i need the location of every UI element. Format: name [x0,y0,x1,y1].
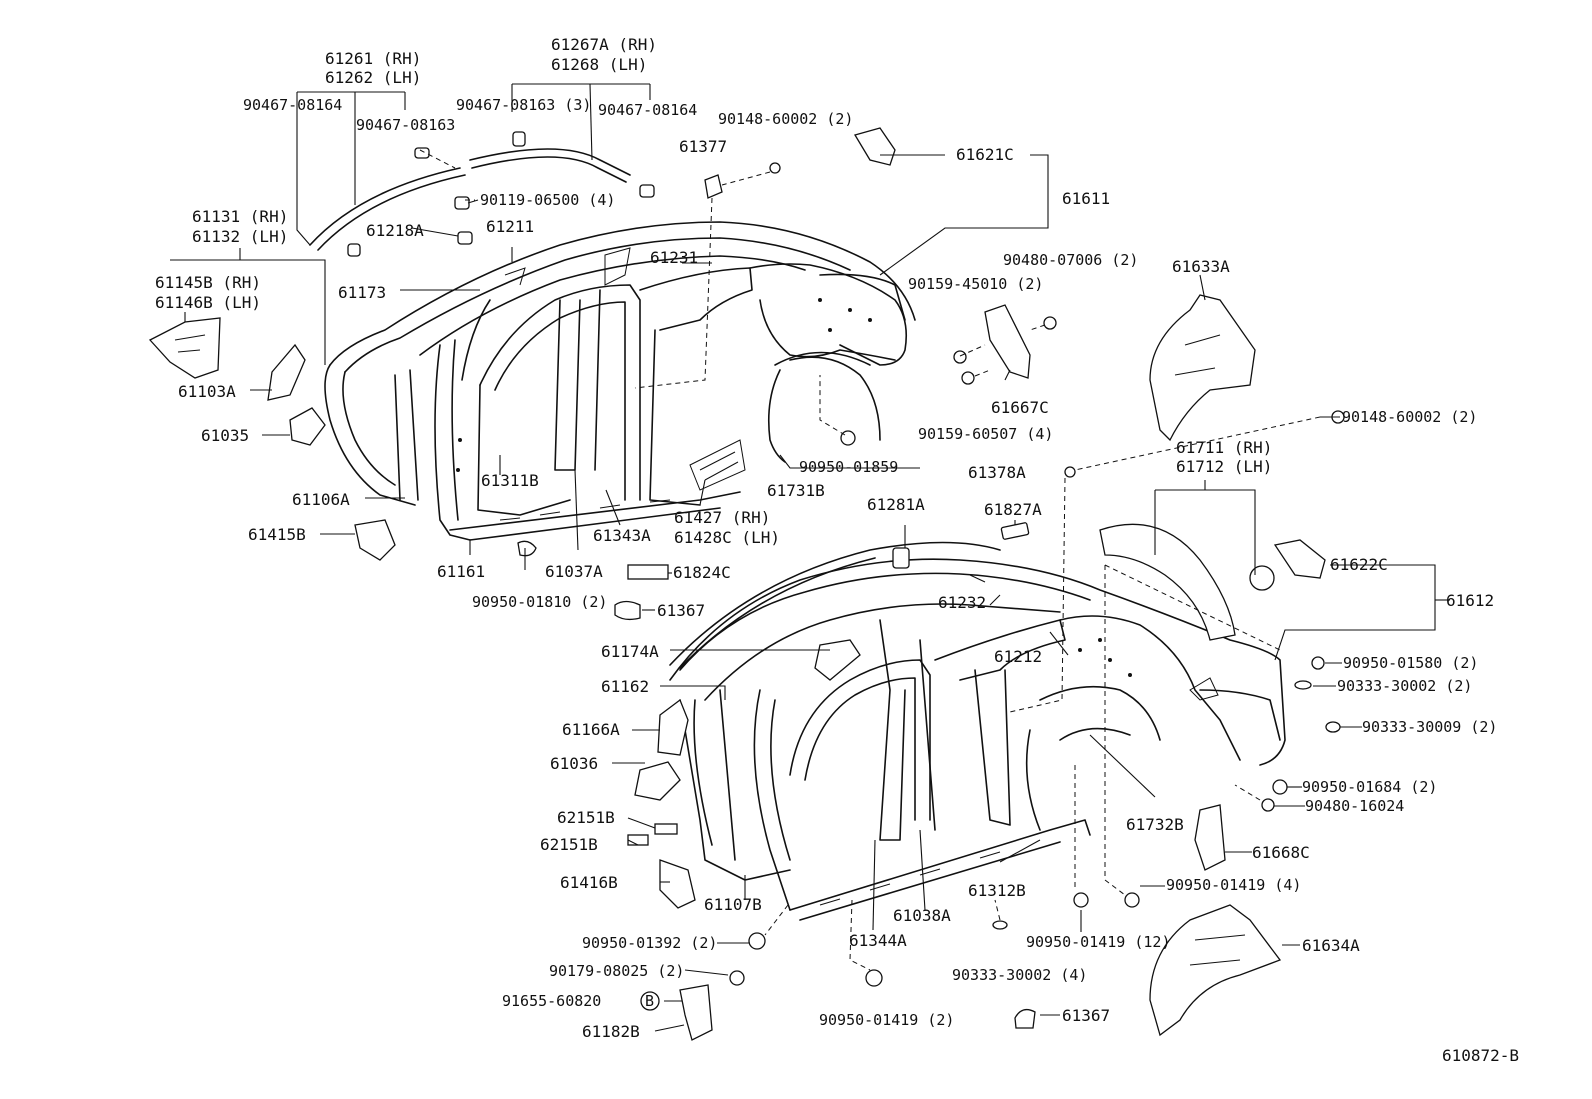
label-61281a: 61281A [867,495,925,514]
label-90179-08025: 90179-08025 (2) [549,962,684,980]
label-61611: 61611 [1062,189,1110,208]
label-90480-07006: 90480-07006 (2) [1003,251,1138,269]
label-61038a: 61038A [893,906,951,925]
label-61311b: 61311B [481,471,539,490]
label-61145b: 61145B (RH) [155,273,261,292]
label-61161: 61161 [437,562,485,581]
label-90480-16024: 90480-16024 [1305,797,1404,815]
callout-b-circle [640,991,660,1011]
label-90950-01419-c: 90950-01419 (2) [819,1011,954,1029]
label-61037a: 61037A [545,562,603,581]
label-61312b: 61312B [968,881,1026,900]
label-61377: 61377 [679,137,727,156]
label-61622c: 61622C [1330,555,1388,574]
label-90950-01810: 90950-01810 (2) [472,593,607,611]
label-61344a: 61344A [849,931,907,950]
lower-side-panel [627,466,1341,1041]
label-61367-a: 61367 [657,601,705,620]
label-61103a: 61103A [178,382,236,401]
label-61427: 61427 (RH) [674,508,770,527]
label-61827a: 61827A [984,500,1042,519]
label-61428c: 61428C (LH) [674,528,780,547]
diagram-id: 610872-B [1442,1046,1519,1065]
label-61612: 61612 [1446,591,1494,610]
label-61231: 61231 [650,248,698,267]
label-90467-08164-b: 90467-08164 [598,101,697,119]
label-90467-08163-b: 90467-08163 (3) [456,96,591,114]
label-90467-08163-a: 90467-08163 [356,116,455,134]
label-61131: 61131 (RH) [192,207,288,226]
label-61367-b: 61367 [1062,1006,1110,1025]
label-61824c: 61824C [673,563,731,582]
label-90119-06500: 90119-06500 (4) [480,191,615,209]
label-61035: 61035 [201,426,249,445]
label-61146b: 61146B (LH) [155,293,261,312]
label-61166a: 61166A [562,720,620,739]
part-labels: 61261 (RH) 61262 (LH) 90467-08164 90467-… [155,35,1519,1065]
label-61732b: 61732B [1126,815,1184,834]
label-90950-01684: 90950-01684 (2) [1302,778,1437,796]
label-61712: 61712 (LH) [1176,457,1272,476]
label-61162: 61162 [601,677,649,696]
label-61343a: 61343A [593,526,651,545]
callout-b: B [645,992,654,1010]
label-61132: 61132 (LH) [192,227,288,246]
label-61182b: 61182B [582,1022,640,1041]
label-90950-01580: 90950-01580 (2) [1343,654,1478,672]
label-61107b: 61107B [704,895,762,914]
label-90333-30002-b: 90333-30002 (4) [952,966,1087,984]
label-61415b: 61415B [248,525,306,544]
label-61232: 61232 [938,593,986,612]
label-61261: 61261 (RH) [325,49,421,68]
label-90950-01419-a: 90950-01419 (4) [1166,876,1301,894]
dashed-leaders [419,149,1321,971]
label-61212: 61212 [994,647,1042,666]
label-90148-60002-b: 90148-60002 (2) [1342,408,1477,426]
label-90148-60002-a: 90148-60002 (2) [718,110,853,128]
label-90950-01392: 90950-01392 (2) [582,934,717,952]
label-61621c: 61621C [956,145,1014,164]
label-90333-30002-a: 90333-30002 (2) [1337,677,1472,695]
upper-side-panel [148,127,1345,621]
label-90950-01859: 90950-01859 [799,458,898,476]
label-90467-08164-a: 90467-08164 [243,96,342,114]
label-61711: 61711 (RH) [1176,438,1272,457]
label-91655-60820: 91655-60820 [502,992,601,1010]
label-61668c: 61668C [1252,843,1310,862]
label-90159-60507: 90159-60507 (4) [918,425,1053,443]
label-61036: 61036 [550,754,598,773]
label-61173: 61173 [338,283,386,302]
label-61106a: 61106A [292,490,350,509]
label-61218a: 61218A [366,221,424,240]
label-61174a: 61174A [601,642,659,661]
label-61262: 61262 (LH) [325,68,421,87]
label-61634a: 61634A [1302,936,1360,955]
label-90950-01419-b: 90950-01419 (12) [1026,933,1171,951]
label-61268: 61268 (LH) [551,55,647,74]
label-62151b-a: 62151B [557,808,615,827]
label-61416b: 61416B [560,873,618,892]
label-61731b: 61731B [767,481,825,500]
label-61267a: 61267A (RH) [551,35,657,54]
label-61378a: 61378A [968,463,1026,482]
label-62151b-b: 62151B [540,835,598,854]
label-61667c: 61667C [991,398,1049,417]
label-61211: 61211 [486,217,534,236]
label-90333-30009: 90333-30009 (2) [1362,718,1497,736]
leader-lines [170,83,1450,1032]
label-90159-45010: 90159-45010 (2) [908,275,1043,293]
label-61633a: 61633A [1172,257,1230,276]
